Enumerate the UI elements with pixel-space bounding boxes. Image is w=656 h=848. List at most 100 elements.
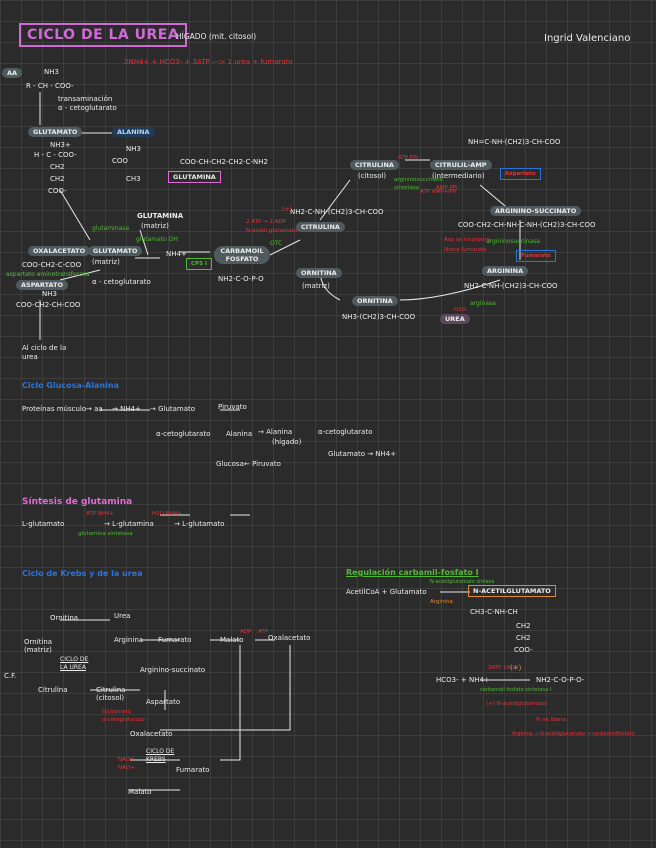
alanina-section-title: Ciclo Glucosa-Alanina [22,381,119,390]
reg-note-2: Pi se libera [536,717,567,723]
page-title: CICLO DE LA UREA [19,23,188,47]
kr-adp: ADP [240,629,252,635]
ala-l4-0: Glucosa [216,460,244,468]
ala-nh3: NH3 [126,145,141,153]
carb-struct: NH2-C-O-P-O [218,275,264,283]
otc-enzyme: OTC [270,240,283,247]
kr-glutamato: Glutamato [102,709,132,715]
reg-note-0: (+) N-acetilglutamato [486,701,547,707]
as-sintetasa-enzyme: argininosuccinato sintetasa [394,177,443,191]
ala-ch3: CH3 [126,175,141,183]
reg-hco3: HCO3- + NH4+ [436,676,490,684]
ala-l2-3: (hígado) [272,438,302,446]
reg-note-plus: (+) [510,664,522,672]
amino-acid-struct: R - CH - COO- [26,82,74,90]
ala-l2-1: Alanina [226,430,253,438]
kr-citrulina-citosol: Citrulina (citosol) [96,686,126,702]
ala-l1-2: → NH4+ [112,405,141,413]
red-note-0: 2 ATP → 2 ADP [246,219,286,225]
kr-arginina: Arginina [114,636,144,644]
reg-struct-3: COO- [514,646,533,654]
kr-cf: C.F. [4,672,17,680]
a-ceto-2: α - cetoglutarato [92,278,151,286]
reg-note-atp: 2ATP 2ADP [488,665,519,671]
ala-l1-1: → aa [86,405,103,413]
kr-citrulina: Citrulina [38,686,68,694]
alanina-pill: ALANINA [112,127,155,137]
arginasa-enzyme: arginasa [470,300,496,307]
reg-cps: carbamoil fosfato sintetasa I [480,687,552,693]
al-ciclo-urea: urea [22,353,38,361]
ornitina-matriz-pill: ORNITINA [296,268,342,278]
glu-matriz-sub: (matriz) [92,258,120,266]
oxalacetato-pill: OXALACETATO [28,246,91,256]
reg-enzyme: N-acetilglutamato sintasa [430,579,495,585]
citrulina-citosol-sub: (citosol) [358,172,387,180]
kr-atp: ATP [258,629,269,635]
ala-l1-4: Piruvato [218,403,247,411]
glu-struct-3: CH2 [50,175,65,183]
kr-ornitina-matriz: Ornitina (matriz) [24,638,53,654]
argininosuccinasa-enzyme: argininosuccinasa [486,238,540,245]
glutamina-struct: COO-CH-CH2-CH2-C-NH2 [180,158,268,166]
reg-note-3: Arginina → N-acetilglutamato → carbamoil… [512,731,635,737]
nh3-label: NH3 [44,68,59,76]
al-ciclo: Al ciclo de la [22,344,67,352]
reg-activator: Arginina [430,599,453,605]
glu-struct-1: H - C - COO- [34,151,77,159]
red-note-1: N-acetil glutamato [246,228,298,234]
aspartato-pill: ASPARTATO [16,280,69,290]
citrulina-struct: NH2-C-NH-(CH2)3-CH-COO [290,208,384,216]
gln-l1-1: → L-glutamina [104,520,154,528]
red-note-2: (+) [282,206,292,213]
asp-struct: COO-CH2-CH-COO [16,301,81,309]
glutamato-matriz-pill: GLUTAMATO [88,246,143,256]
gln-l1-0: L-glutamato [22,520,65,528]
urea-equation: 2NH4+ + HCO3- + 3ATP ---> 1 urea + fumar… [124,58,293,66]
oaa-struct: COO-CH2-C-COO [22,261,82,269]
reg-struct-1: CH2 [516,622,531,630]
arg-succ-struct: COO-CH2-CH-NH-C-NH-(CH2)3-CH-COO [458,221,596,229]
kr-oxalacetato-2: Oxalacetato [130,730,173,738]
urea-pill: UREA [440,314,470,324]
glutamina-matriz-sub: (matriz) [141,222,169,230]
kr-argininosuccinato: Arginino-succinato [140,666,206,674]
ala-l2-4: α-cetoglutarato [318,428,373,436]
ala-l2-0: α-cetoglutarato [156,430,211,438]
kr-oxalacetato: Oxalacetato [268,634,311,642]
kr-a-ceto: α-cetoglutarato [102,717,145,723]
kr-ciclo-krebs: CICLO DE KREBS [146,748,175,763]
reg-struct-2: CH2 [516,634,531,642]
gln-enz1: glutamina sintetasa [78,531,133,537]
orn-struct: NH3-(CH2)3-CH-COO [342,313,416,321]
nh4-label: NH4+ [166,250,187,258]
gln-l1-2: → L-glutamato [174,520,225,528]
aspartato-box: Aspartato [500,168,541,180]
ala-l1-0: Proteínas músculo [22,405,87,413]
glutaminasa-enzyme: glutaminasa [92,225,130,232]
kr-nadh: NADH [118,757,135,763]
arg-struct: NH2-C-NH-(CH2)3-CH-COO [464,282,558,290]
regulation-section-title: Regulación carbamil-fosfato I [346,568,479,577]
author: Ingrid Valenciano [544,33,631,44]
kr-malato-2: Malato [128,788,152,796]
citrulil-amp-pill: CITRULIL-AMP [430,160,492,170]
kr-malato: Malato [220,636,244,644]
ala-l2-2: → Alanina [258,428,293,436]
red-note-4: Asp se incorpora [444,237,491,243]
glutamato-pill: GLUTAMATO [28,127,83,137]
glu-struct-4: COO- [48,187,67,195]
ala-l4-1: ← Piruvato [244,460,281,468]
citrulina-matriz-pill: CITRULINA [296,222,345,232]
ala-l3-0: Glutamato → NH4+ [328,450,397,458]
red-note-3: ATP AMP+PPi [420,189,457,195]
argininosuccinato-pill: ARGININO-SUCCINATO [490,206,582,216]
intermediario-sub: (intermediario) [432,172,485,180]
ornitina-citosol-pill: ORNITINA [352,296,398,306]
ornitina-matriz-sub: (matriz) [302,282,330,290]
kr-ornitina: Ornitina [50,614,79,622]
transamination-label: transaminación [58,95,113,103]
h2o-label: H2O [454,307,466,313]
glutamina-box: GLUTAMINA [168,171,221,183]
